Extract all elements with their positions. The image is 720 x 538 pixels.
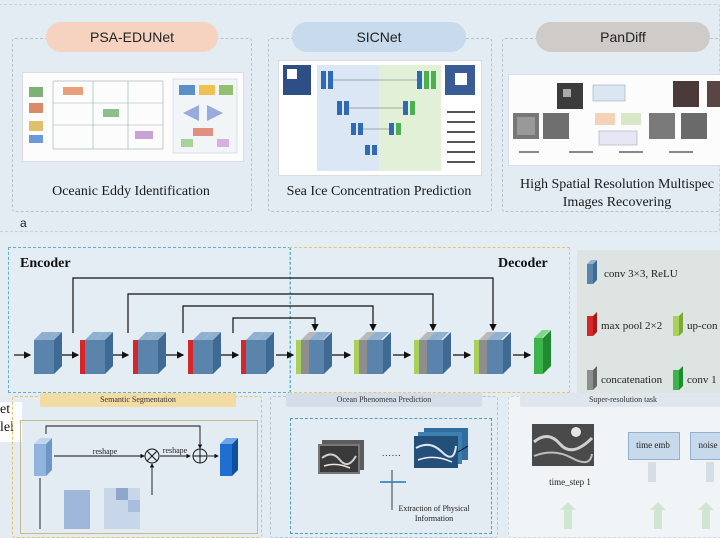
- down-arrow-3: [698, 502, 714, 529]
- legend-maxpool-label: max pool 2×2: [601, 320, 663, 332]
- super-resolution-panel: [508, 396, 720, 538]
- encoder-block-4: [188, 332, 221, 374]
- decoder-block-1: [296, 332, 332, 374]
- decoder-box: [289, 247, 570, 393]
- skip-connection-4: [232, 317, 319, 333]
- semantic-title-bar: [40, 393, 236, 407]
- sicnet-figure: [278, 60, 482, 176]
- semantic-output-block: [220, 438, 238, 476]
- legend-concat-label: concatenation: [601, 374, 663, 386]
- encoder-block-5: [241, 332, 274, 374]
- pandiff-figure: [508, 74, 720, 166]
- encoder-block-1: [34, 332, 62, 374]
- encoder-block-2: [80, 332, 113, 374]
- reshape-label-1: reshape: [92, 447, 118, 456]
- sea-ice-image-stack-2: [414, 428, 468, 468]
- sicnet-figure-art: [279, 61, 481, 175]
- legend-concat-icon: [587, 366, 597, 390]
- encoder-box: [8, 247, 291, 393]
- psa-edunet-figure: [22, 72, 244, 162]
- psa-edunet-task: Oceanic Eddy Identification: [52, 184, 210, 199]
- decoder-block-3: [414, 332, 451, 374]
- ocean-title-bar: [286, 393, 482, 407]
- superres-diagram: [532, 424, 714, 529]
- reshape-label-2: reshape: [162, 446, 188, 455]
- left-cut-label-line1: et: [0, 402, 11, 417]
- skip-connection-3: [182, 305, 377, 333]
- pandiff-task: High Spatial Resolution Multispec Images…: [502, 176, 720, 212]
- noise-label: noise: [698, 440, 718, 450]
- decoder-label: Decoder: [498, 256, 548, 271]
- time-emb-arrow: [648, 462, 656, 482]
- decoder-block-4: [474, 332, 511, 374]
- skip-connection-1: [72, 277, 497, 333]
- legend-conv1-icon: [673, 366, 683, 390]
- left-cut-label-box: [0, 402, 22, 442]
- down-arrow-2: [650, 502, 666, 529]
- add-node: [192, 448, 208, 464]
- pandiff-figure-art: [509, 75, 720, 165]
- semantic-title: Semantic Segmentation: [100, 395, 176, 404]
- semantic-input-block: [34, 438, 52, 476]
- noise-box: [690, 432, 720, 460]
- ocean-ellipsis: ......: [382, 448, 402, 458]
- ocean-title: Ocean Phenomena Prediction: [336, 395, 432, 404]
- pandiff-pill: PanDiff: [536, 22, 710, 52]
- sicnet-task: Sea Ice Concentration Prediction: [286, 184, 472, 199]
- decoder-block-2: [354, 332, 391, 374]
- psa-edunet-pill: PSA-EDUNet: [46, 22, 218, 52]
- encoder-block-3: [133, 332, 166, 374]
- legend-conv-label: conv 3×3, ReLU: [604, 268, 678, 280]
- legend-upconv-label: up-con: [687, 320, 718, 332]
- encoder-label: Encoder: [20, 256, 71, 271]
- skip-connection-2: [127, 293, 437, 333]
- semantic-diagram: [34, 425, 238, 529]
- multiply-node: [144, 448, 160, 464]
- skip-connections: [72, 277, 497, 333]
- pandiff-task-line1: High Spatial Resolution Multispec: [519, 177, 715, 192]
- unet-legend: [577, 250, 720, 402]
- satellite-image: [532, 424, 594, 466]
- unet-diagram: [14, 277, 551, 374]
- output-conv-block: [534, 330, 551, 374]
- ocean-diagram: [318, 428, 469, 510]
- pandiff-task-line2: Images Recovering: [562, 195, 672, 210]
- panel-label-a: a: [20, 216, 27, 230]
- legend-conv1-label: conv 1: [687, 374, 717, 386]
- down-arrow-1: [560, 502, 576, 529]
- psa-edunet-figure-art: [23, 73, 243, 161]
- time-emb-box: [628, 432, 680, 460]
- sicnet-pill: SICNet: [292, 22, 466, 52]
- legend-maxpool-icon: [587, 312, 597, 336]
- superres-title-bar: [520, 393, 720, 407]
- legend-conv-icon: [587, 260, 597, 284]
- time-emb-label: time emb: [636, 440, 670, 450]
- left-cut-label-line2: lel: [0, 420, 14, 435]
- extraction-label: Extraction of Physical Information: [398, 504, 470, 523]
- legend-icons: [587, 260, 683, 390]
- sea-ice-image-stack-1: [318, 440, 364, 474]
- superres-title: Super-resolution task: [588, 395, 658, 404]
- time-step-label: time_step 1: [549, 477, 591, 487]
- attention-map: [64, 488, 140, 529]
- noise-arrow: [706, 462, 714, 482]
- legend-upconv-icon: [673, 312, 683, 336]
